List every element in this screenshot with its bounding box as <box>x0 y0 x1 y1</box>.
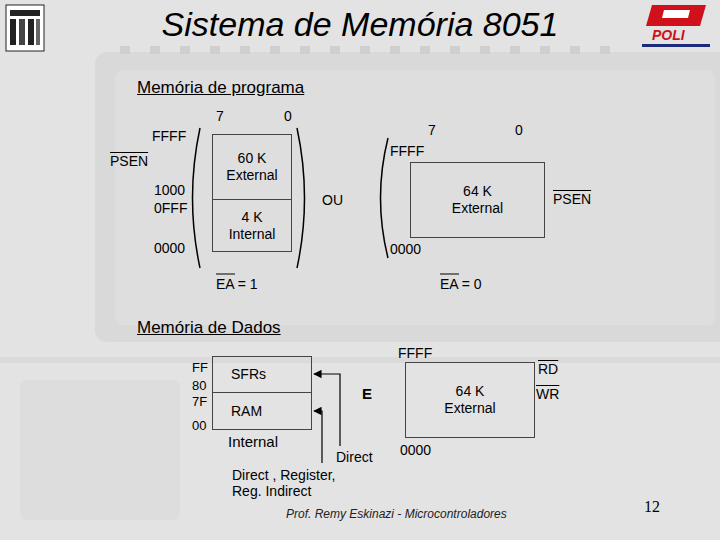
address-label: 00 <box>192 418 206 433</box>
signal-name: PSEN <box>110 152 148 169</box>
signal-name: PSEN <box>553 190 591 207</box>
memory-block: 64 K External <box>405 362 535 438</box>
bit-number: 7 <box>216 108 224 124</box>
signal-overline <box>216 274 459 275</box>
slide-title: Sistema de Memória 8051 <box>0 4 720 44</box>
address-label: FFFF <box>152 128 186 144</box>
left-logo <box>6 5 44 51</box>
poli-logo <box>642 5 710 47</box>
address-label: 80 <box>192 378 206 393</box>
section-heading: Memória de programa <box>137 78 304 97</box>
address-label: 0000 <box>154 240 185 256</box>
address-label: 0FFF <box>154 200 187 216</box>
bit-number: 0 <box>284 108 292 124</box>
pin-condition: EA = 0 <box>440 276 482 292</box>
signal-name: RD <box>538 360 558 377</box>
page-number: 12 <box>644 498 660 516</box>
memory-block: 64 K External <box>410 162 545 238</box>
addressing-mode: Direct <box>336 449 373 465</box>
address-label: 1000 <box>154 182 185 198</box>
node-text: 60 K External <box>221 150 283 184</box>
address-label: 0000 <box>400 442 431 458</box>
address-label: FFFF <box>390 143 424 159</box>
node-text: Internal <box>228 433 278 450</box>
address-label: 0000 <box>390 241 421 257</box>
bit-number: 0 <box>515 122 523 138</box>
footer-text: Prof. Remy Eskinazi - Microcontroladores <box>286 507 507 521</box>
pin-condition: EA = 1 <box>216 276 258 292</box>
memory-block: SFRs <box>212 356 312 393</box>
node-text: 4 K Internal <box>221 209 283 243</box>
node-text: RAM <box>231 403 262 420</box>
memory-block: RAM <box>212 392 312 430</box>
address-label: FFFF <box>398 345 432 361</box>
node-text: 64 K External <box>447 183 509 217</box>
memory-block: 4 K Internal <box>212 199 292 252</box>
node-text: SFRs <box>231 366 266 383</box>
memory-bracket <box>193 128 389 268</box>
section-heading: Memória de Dados <box>137 318 281 337</box>
memory-block: 60 K External <box>212 134 292 200</box>
or-label: OU <box>322 192 343 208</box>
logo-text: POLI <box>652 27 685 43</box>
address-label: FF <box>192 360 208 375</box>
addressing-mode: Direct , Register, Reg. Indirect <box>232 467 360 499</box>
node-text: 64 K External <box>439 383 501 417</box>
bit-number: 7 <box>428 122 436 138</box>
and-label: E <box>362 385 372 402</box>
signal-name: WR <box>536 385 559 402</box>
memory-group: Internal SFRsRAM <box>212 356 312 452</box>
address-label: 7F <box>192 394 207 409</box>
